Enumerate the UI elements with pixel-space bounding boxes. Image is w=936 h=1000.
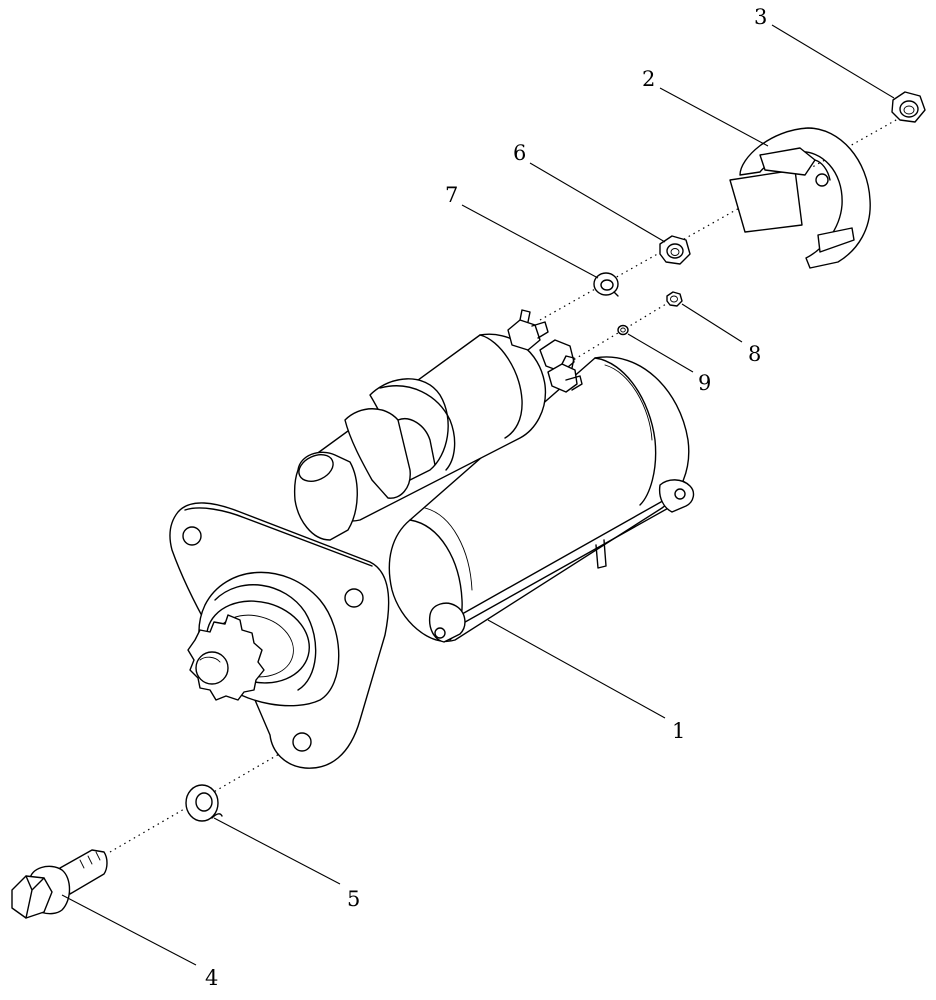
flange-hole-right <box>344 588 364 608</box>
washer-7 <box>593 272 619 297</box>
callout-3: 3 <box>754 5 767 29</box>
leader-lines <box>61 24 895 966</box>
callout-8: 8 <box>748 342 761 366</box>
assembly-axes <box>109 114 906 853</box>
callout-5: 5 <box>347 887 360 911</box>
washer-9 <box>617 324 629 336</box>
callout-4: 4 <box>205 966 218 990</box>
leader-5 <box>213 817 341 885</box>
callout-2: 2 <box>642 67 655 91</box>
leader-1 <box>487 619 666 719</box>
rod-clamp <box>428 602 466 643</box>
solenoid-terminal-lower <box>539 339 575 373</box>
leader-6 <box>529 162 666 243</box>
terminal-cover <box>729 127 871 269</box>
nut-8 <box>666 291 683 307</box>
callout-1: 1 <box>672 719 685 743</box>
leader-9 <box>627 333 694 373</box>
leader-3 <box>771 24 895 99</box>
flange-hole-lower <box>292 732 312 752</box>
nut-6 <box>659 235 691 265</box>
flange-hole-upper <box>182 526 202 546</box>
pinion-shaft <box>195 651 229 685</box>
leader-2 <box>659 87 769 147</box>
flange-bolt-4 <box>11 849 108 919</box>
nut-3 <box>891 91 926 123</box>
callout-7: 7 <box>445 183 458 207</box>
callout-9: 9 <box>698 371 711 395</box>
leader-8 <box>681 303 743 343</box>
callout-labels: 1 2 3 4 5 6 7 8 9 <box>205 5 767 990</box>
solenoid-strap <box>344 408 411 499</box>
through-rod <box>454 497 669 619</box>
leader-4 <box>61 894 197 966</box>
starter-motor <box>169 309 695 769</box>
motor-end-cap <box>594 357 657 506</box>
leader-7 <box>461 204 599 279</box>
callout-6: 6 <box>513 141 526 165</box>
washer-5 <box>185 784 223 822</box>
